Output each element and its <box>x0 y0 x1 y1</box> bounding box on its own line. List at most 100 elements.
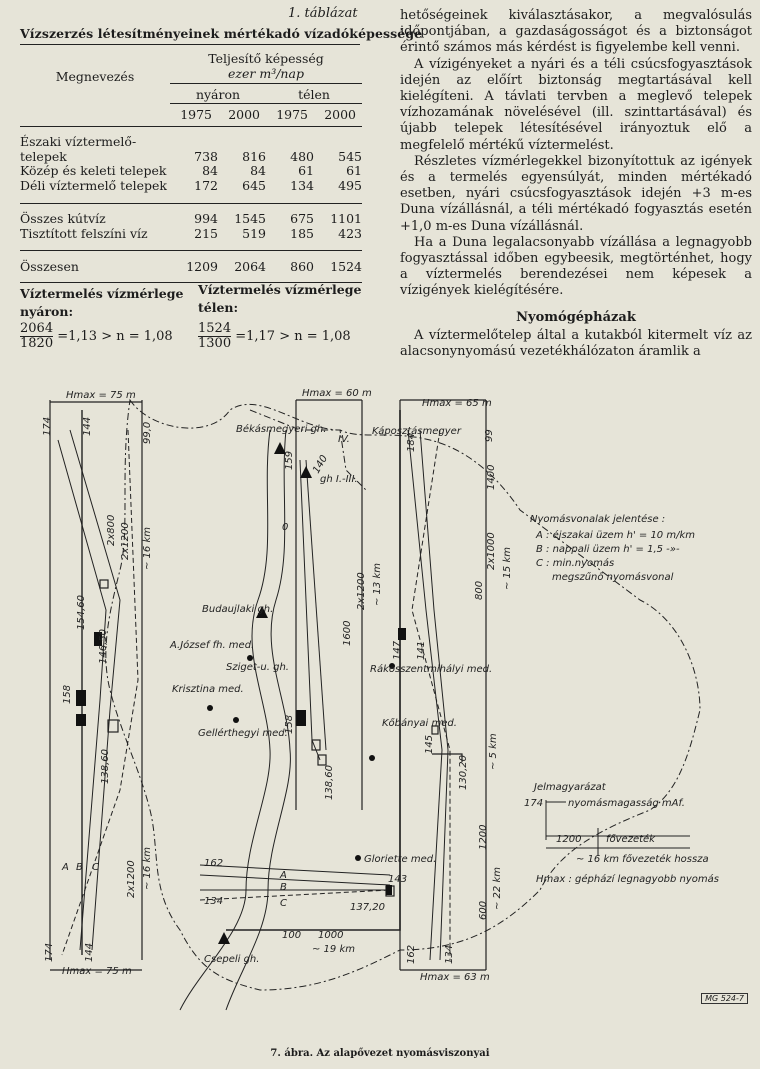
cell: 1209 <box>186 259 218 274</box>
year-header: 2000 <box>228 106 260 122</box>
cell: 645 <box>242 177 266 193</box>
boundary-segment <box>249 409 367 491</box>
reservoir-dot-icon <box>369 755 375 761</box>
pipe-length-label: ~ 16 km <box>142 527 153 570</box>
section-heading: Nyomógépházak <box>516 309 636 325</box>
summer-result: =1,13 > n = 1,08 <box>57 329 173 344</box>
hmax-label: Hmax = 75 m <box>66 390 136 401</box>
pipe-diameter-label: 1400 <box>486 465 497 490</box>
cell: 423 <box>338 225 362 241</box>
pipe-length-label: ~ 5 km <box>488 733 499 770</box>
place-label: A.József fh. med. <box>169 639 254 651</box>
pump-box <box>311 739 321 751</box>
elevation-label: 144 <box>84 943 95 962</box>
pipe-length-label: ~ 16 km <box>142 847 153 890</box>
cell: 215 <box>194 225 218 241</box>
cell: 134 <box>290 177 314 193</box>
col-winter-header: télen <box>266 83 362 104</box>
cell: 172 <box>194 177 218 193</box>
row-name: telepek <box>20 148 67 164</box>
summer-balance-label2: nyáron: <box>20 304 74 319</box>
paragraph: hetőségeinek kiválasztásakor, a megvalós… <box>400 8 752 56</box>
line-letter: C <box>280 898 287 909</box>
legend-item: B : nappali üzem h' = 1,5 -»- <box>536 544 680 555</box>
row-name: Tisztított felszíni víz <box>20 225 148 241</box>
winter-balance-label2: télen: <box>198 300 239 315</box>
key-value: 174 <box>524 798 543 809</box>
elevation-label: 140 <box>311 453 330 475</box>
elevation-label: 162 <box>406 945 417 964</box>
place-label: Gellérthegyi med. <box>198 727 288 739</box>
pressure-line-c <box>411 429 451 960</box>
pipe-diameter-label: 2x1200 <box>126 860 137 898</box>
place-label: Kőbányai med. <box>382 717 457 729</box>
elevation-label: 144 <box>82 417 93 436</box>
reservoir-icon <box>94 632 102 646</box>
col-capacity-header: Teljesítő képesség <box>208 51 324 66</box>
figure-stamp: MG 524-7 <box>701 993 748 1004</box>
pressure-line-b <box>69 429 121 951</box>
table-row: Északi víztermelő- <box>20 134 362 150</box>
reservoir-dot-icon <box>355 855 361 861</box>
key-item: ~ 16 km fővezeték hossza <box>576 853 709 865</box>
cell: 675 <box>290 211 314 226</box>
place-label: Békásmegyeri gh. <box>236 423 326 435</box>
table-title: Vízszerzés létesítményeinek mértékadó ví… <box>20 26 423 41</box>
cell: 84 <box>250 163 266 178</box>
pump-box <box>317 754 327 766</box>
summer-numerator: 2064 <box>20 321 54 337</box>
winter-balance-label: Víztermelés vízmérlege <box>198 282 362 297</box>
pipe-diameter-label: 2x1200 <box>120 522 131 560</box>
key-value: 1200 <box>556 834 581 845</box>
paragraph: Ha a Duna legalacsonyabb vízállása a leg… <box>400 234 752 299</box>
pipe-diameter-label: 600 <box>478 901 489 920</box>
summer-denominator: 1820 <box>20 336 54 351</box>
pipe-diameter-label: 100 <box>282 930 301 941</box>
key-title: Jelmagyarázat <box>532 781 607 793</box>
row-name: Összes kútvíz <box>20 211 106 226</box>
reservoir-icon <box>76 714 86 726</box>
bottom-pressure-b <box>199 874 391 886</box>
year-header: 1975 <box>180 106 212 122</box>
elevation-label: 174 <box>44 943 55 962</box>
winter-result: =1,17 > n = 1,08 <box>235 329 351 344</box>
elevation-label: 99 <box>484 429 495 442</box>
legend-item: A : éjszakai üzem h' = 10 m/km <box>535 529 695 541</box>
pump-station-icon <box>300 466 312 478</box>
cell: 1524 <box>330 259 362 274</box>
row-name: Déli víztermelő telepek <box>20 177 167 193</box>
row-name: Északi víztermelő- <box>20 134 137 149</box>
elevation-label: 158 <box>284 715 295 734</box>
place-label: Gloriette med. <box>364 854 436 865</box>
elevation-label: 99,0 <box>142 422 153 444</box>
table-row: Déli víztermelő telepek 172 645 134 495 <box>20 177 362 194</box>
pressure-line-c <box>61 429 139 956</box>
pump-box <box>431 725 439 735</box>
bottom-pressure-c <box>199 889 391 901</box>
reservoir-dot-icon <box>207 705 213 711</box>
hmax-label: Hmax = 65 m <box>422 398 492 409</box>
col-summer-header: nyáron <box>170 83 266 104</box>
cell: 185 <box>290 225 314 241</box>
table-caption: 1. táblázat <box>288 6 358 21</box>
place-label: Krisztina med. <box>172 684 244 695</box>
row-name: Összesen <box>20 259 79 274</box>
cell: 738 <box>194 148 218 164</box>
place-label: Budaujlaki gh. <box>202 604 273 615</box>
cell: 61 <box>298 163 314 178</box>
cell: 84 <box>202 163 218 178</box>
elevation-label: 159 <box>284 451 295 470</box>
elevation-label: 174 <box>42 417 53 436</box>
danube-river <box>225 429 291 1011</box>
year-header: 2000 <box>324 106 356 122</box>
line-letter: A <box>61 862 69 873</box>
pipe-diameter-label: 1000 <box>318 930 343 941</box>
elevation-label: 146,50 <box>98 629 109 664</box>
pump-box <box>99 579 109 589</box>
cell: 545 <box>338 148 362 164</box>
legend-item: megszűnő nyomásvonal <box>552 571 674 583</box>
elevation-label: 162 <box>204 858 223 869</box>
elevation-label: 158 <box>62 685 73 704</box>
line-letter: B <box>280 882 287 893</box>
